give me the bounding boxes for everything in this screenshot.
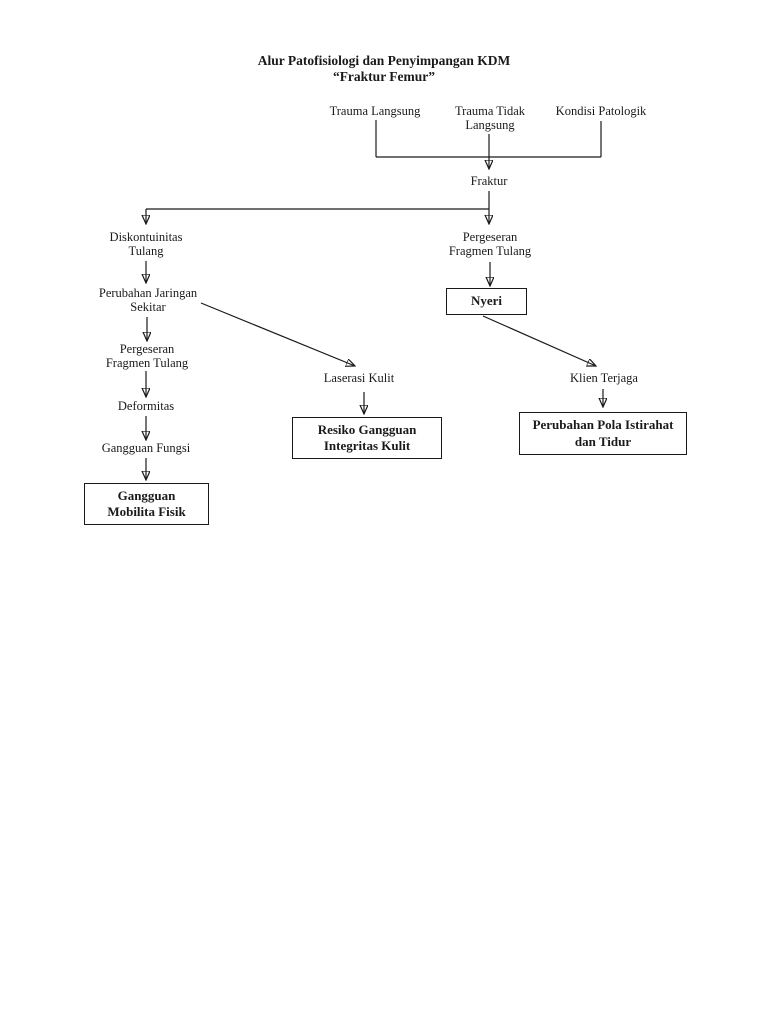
node-pergeseran-fragmen-tulang-left: Pergeseran Fragmen Tulang <box>105 342 189 370</box>
node-pergeseran-fragmen-tulang-right: Pergeseran Fragmen Tulang <box>448 230 532 258</box>
outcome-box-gangguan-mobilita-fisik: Gangguan Mobilita Fisik <box>84 483 209 525</box>
arrow-perubahan-to-laserasi <box>200 302 355 366</box>
page-title: Alur Patofisiologi dan Penyimpangan KDM … <box>257 53 511 84</box>
node-trauma-langsung: Trauma Langsung <box>329 104 421 118</box>
node-trauma-tidak-langsung: Trauma Tidak Langsung <box>454 104 526 132</box>
node-perubahan-jaringan-sekitar: Perubahan Jaringan Sekitar <box>98 286 198 314</box>
node-klien-terjaga: Klien Terjaga <box>570 371 638 385</box>
arrow-nyeri-to-klien-terjaga <box>482 315 596 366</box>
outcome-box-nyeri: Nyeri <box>446 288 527 315</box>
outcome-box-resiko-gangguan-integritas-kulit: Resiko Gangguan Integritas Kulit <box>292 417 442 459</box>
node-diskontuinitas-tulang: Diskontuinitas Tulang <box>109 230 183 258</box>
node-kondisi-patologik: Kondisi Patologik <box>555 104 647 118</box>
node-gangguan-fungsi: Gangguan Fungsi <box>101 441 191 455</box>
node-deformitas: Deformitas <box>117 399 175 413</box>
node-fraktur: Fraktur <box>470 174 508 188</box>
node-laserasi-kulit: Laserasi Kulit <box>323 371 395 385</box>
outcome-box-perubahan-pola-istirahat-dan-tidur: Perubahan Pola Istirahat dan Tidur <box>519 412 687 455</box>
